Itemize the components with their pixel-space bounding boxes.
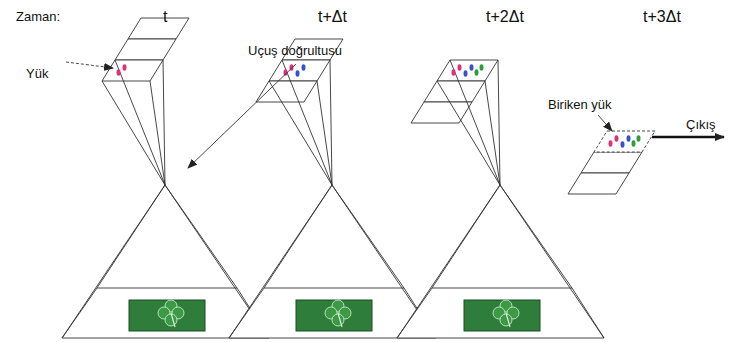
sensor-cell xyxy=(115,39,176,60)
clover-stem xyxy=(338,313,342,327)
clover-stem xyxy=(171,313,175,327)
green-field xyxy=(129,300,205,331)
projection-line xyxy=(229,185,332,338)
projection-line xyxy=(115,60,165,185)
sensor-cell xyxy=(581,152,642,173)
output-cell xyxy=(594,131,655,152)
projection-line xyxy=(437,81,500,185)
charge-dot xyxy=(627,135,631,141)
time-label: t+2Δt xyxy=(486,8,524,26)
projection-line xyxy=(397,185,500,338)
sensor-cell xyxy=(568,173,629,194)
flight-arrow xyxy=(188,64,296,168)
charge-dot xyxy=(296,70,300,76)
charge-dot xyxy=(117,69,121,75)
sensor-cell xyxy=(102,60,163,81)
charge-dot xyxy=(637,135,641,141)
ground-area xyxy=(397,288,604,338)
clover-leaf xyxy=(165,314,177,326)
leader-arrow xyxy=(66,62,113,68)
output-arrow xyxy=(652,136,724,139)
projection-line xyxy=(500,185,604,338)
sensor-cell xyxy=(269,60,330,81)
charge-dot xyxy=(609,140,613,146)
annotation-label: Uçuş doğrultusu xyxy=(248,44,342,58)
charge-dot xyxy=(621,141,625,147)
sensor-cell xyxy=(424,81,485,102)
annotation-label: Çıkış xyxy=(686,118,716,132)
charge-dot xyxy=(464,70,468,76)
charge-dot xyxy=(123,64,127,70)
projection-line xyxy=(163,60,165,185)
annotation-label: Yük xyxy=(26,67,48,81)
leader-arrow xyxy=(598,115,612,131)
charge-dot xyxy=(302,64,306,70)
clover-leaf xyxy=(332,314,344,326)
projection-line xyxy=(485,81,500,185)
charge-dot xyxy=(480,64,484,70)
projection-line xyxy=(102,81,165,185)
time-label: t xyxy=(163,8,167,26)
projection-line xyxy=(317,81,332,185)
projection-line xyxy=(330,60,332,185)
charge-dot xyxy=(475,69,479,75)
projection-line xyxy=(269,81,332,185)
charge-dot xyxy=(470,64,474,70)
sensor-cell xyxy=(128,18,189,39)
time-label: t+Δt xyxy=(318,8,347,26)
charge-dot xyxy=(615,135,619,141)
sensor-cell xyxy=(256,81,317,102)
charge-dot xyxy=(632,140,636,146)
time-label: t+3Δt xyxy=(643,8,681,26)
projection-line xyxy=(150,81,165,185)
annotation-label: Biriken yük xyxy=(548,98,612,112)
projection-line xyxy=(450,60,500,185)
projection-line xyxy=(62,185,165,338)
clover-leaf xyxy=(500,314,512,326)
projection-line xyxy=(282,60,332,185)
green-field xyxy=(464,300,540,331)
time-label: Zaman: xyxy=(16,10,60,24)
charge-dot xyxy=(452,69,456,75)
projection-line xyxy=(498,60,500,185)
charge-dot xyxy=(458,64,462,70)
green-field xyxy=(296,300,372,331)
clover-stem xyxy=(506,313,510,327)
sensor-cell xyxy=(437,60,498,81)
sensor-cell xyxy=(411,102,472,123)
